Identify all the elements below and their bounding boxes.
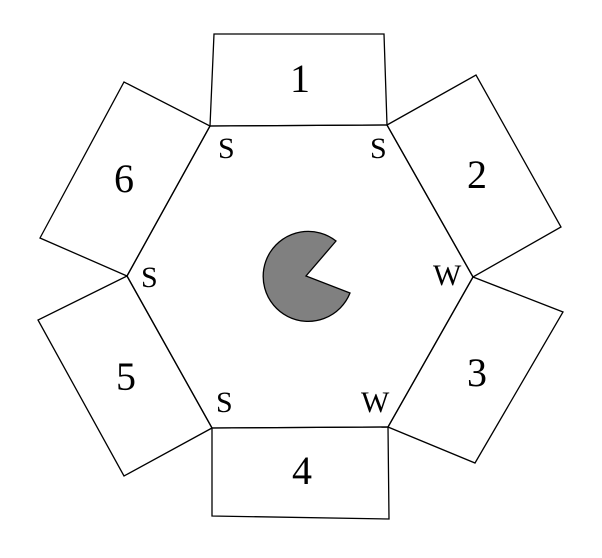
room-1-box bbox=[209, 33, 388, 127]
vertex-label-bottom-right: W bbox=[361, 386, 390, 419]
room-5-box bbox=[37, 275, 213, 477]
room-4-box bbox=[211, 426, 390, 520]
room-2: 2 bbox=[386, 74, 562, 278]
room-6-label: 6 bbox=[114, 156, 134, 201]
vertex-label-top-left: S bbox=[218, 132, 235, 165]
room-3: 3 bbox=[387, 276, 564, 464]
room-4-label: 4 bbox=[292, 448, 312, 493]
vertex-label-right: W bbox=[433, 259, 462, 292]
room-4: 4 bbox=[211, 426, 390, 520]
room-6: 6 bbox=[39, 81, 211, 277]
vertex-label-left: S bbox=[141, 261, 158, 294]
room-1: 1 bbox=[209, 33, 388, 127]
room-1-label: 1 bbox=[290, 56, 310, 101]
vertex-label-bottom-left: S bbox=[216, 386, 233, 419]
room-5-label: 5 bbox=[116, 354, 136, 399]
room-6-box bbox=[39, 81, 211, 277]
room-2-box bbox=[386, 74, 562, 278]
pacman-icon bbox=[262, 230, 351, 323]
room-5: 5 bbox=[37, 275, 213, 477]
room-3-box bbox=[387, 276, 564, 464]
room-3-label: 3 bbox=[467, 350, 487, 395]
vertex-label-top-right: S bbox=[370, 132, 387, 165]
room-2-label: 2 bbox=[467, 152, 487, 197]
